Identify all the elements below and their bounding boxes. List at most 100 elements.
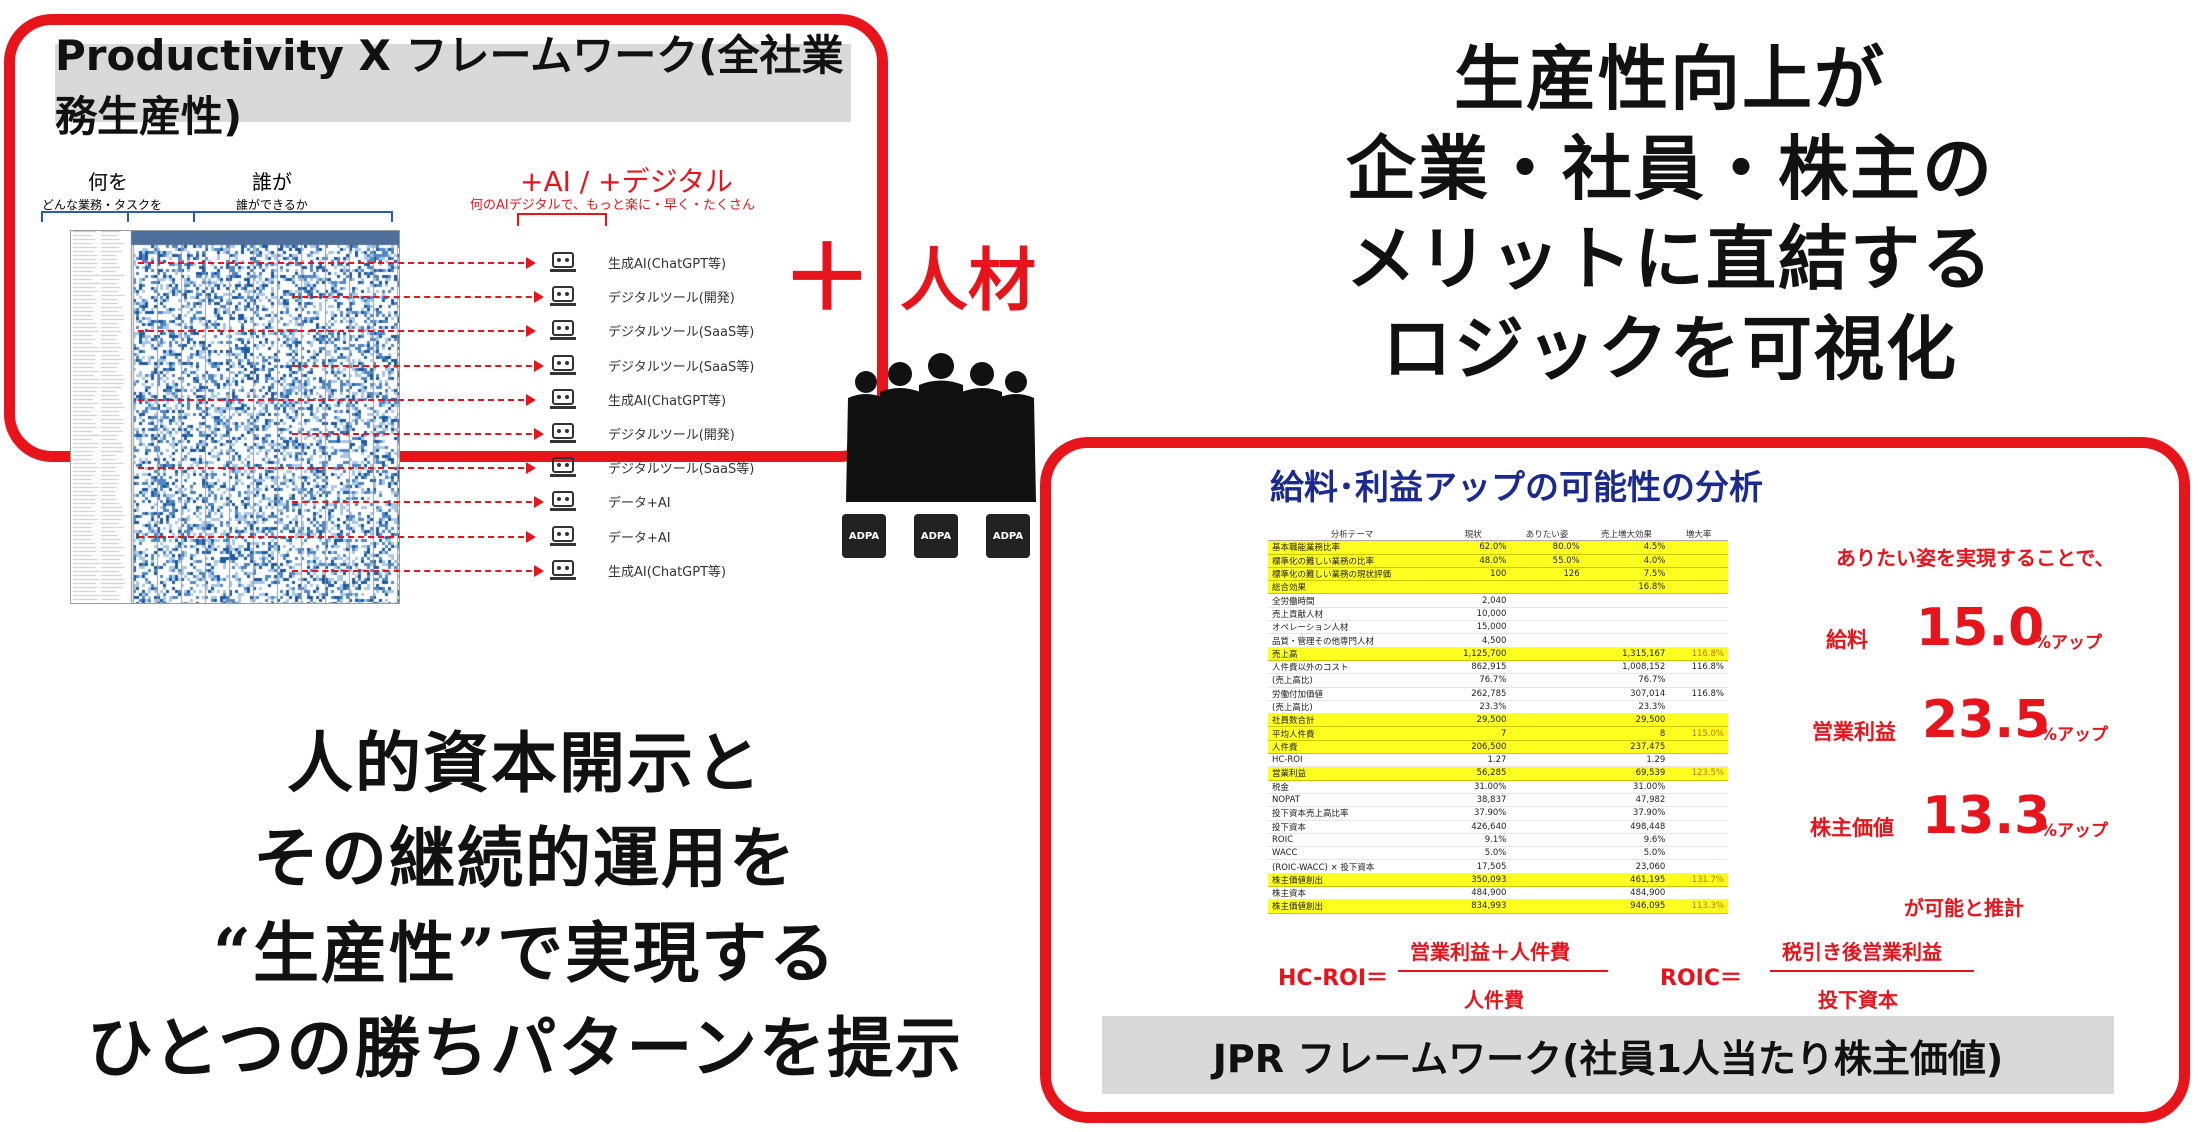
adpa-badge-icon: ADPA xyxy=(986,514,1030,558)
table-cell: 17,505 xyxy=(1436,859,1511,874)
tool-arrow xyxy=(138,462,536,475)
result-value-profit: 23.5 xyxy=(1922,690,2051,750)
table-cell xyxy=(1510,593,1584,608)
table-cell: 1.29 xyxy=(1583,753,1670,768)
tool-arrow xyxy=(138,393,536,406)
table-cell xyxy=(1669,806,1728,821)
table-cell: 307,014 xyxy=(1583,687,1670,701)
col-what-sub: どんな業務・タスクを xyxy=(42,198,163,212)
tool-arrow xyxy=(138,325,536,338)
table-cell: 23.3% xyxy=(1436,700,1511,715)
table-cell: 4.0% xyxy=(1583,554,1670,568)
table-header: ありたい姿 xyxy=(1510,528,1584,542)
formula-hcroi-numerator: 営業利益＋人件費 xyxy=(1410,940,1570,964)
table-cell xyxy=(1669,700,1728,715)
table-cell xyxy=(1510,873,1584,888)
jpr-frame xyxy=(1040,437,2190,1123)
table-cell: 484,900 xyxy=(1436,886,1511,901)
table-cell: 461,195 xyxy=(1583,873,1670,888)
table-cell: 平均人件費 xyxy=(1268,726,1436,741)
table-cell xyxy=(1510,846,1584,861)
table-cell: 9.1% xyxy=(1436,833,1511,848)
table-cell: 投下資本売上高比率 xyxy=(1268,806,1436,821)
table-cell xyxy=(1669,607,1728,622)
col-who-sub: 誰ができるか xyxy=(236,198,308,212)
table-cell xyxy=(1669,673,1728,688)
table-cell: 31.00% xyxy=(1436,780,1511,794)
tool-arrow xyxy=(138,257,536,269)
table-cell: 1,008,152 xyxy=(1583,660,1670,675)
adpa-badge-icon: ADPA xyxy=(842,514,886,558)
table-cell: ROIC xyxy=(1268,833,1436,848)
talent-label: 人材 xyxy=(900,242,1037,321)
message-bottom-left: 人的資本開示と その継続的運用を “生産性”で実現する ひとつの勝ちパターンを提… xyxy=(10,716,1040,1096)
robot-icon xyxy=(550,491,576,512)
formula-roic-lhs: ROIC＝ xyxy=(1660,966,1742,991)
table-header: 分析テーマ xyxy=(1268,528,1436,542)
plus-sign: ＋ xyxy=(782,226,872,331)
tool-arrow xyxy=(292,564,544,577)
table-row: (売上高比)76.7%76.7% xyxy=(1268,673,1728,688)
result-unit-profit: %アップ xyxy=(2040,725,2109,745)
table-cell xyxy=(1510,833,1584,848)
table-cell: 350,093 xyxy=(1436,873,1511,888)
tool-label: デジタルツール(SaaS等) xyxy=(608,325,755,341)
people-silhouette-icon xyxy=(846,353,1036,502)
laptop-icon xyxy=(550,320,576,341)
table-cell xyxy=(1669,554,1728,568)
table-cell: 37.90% xyxy=(1583,806,1670,821)
table-cell: 123.5% xyxy=(1669,766,1728,781)
laptop-icon xyxy=(550,354,576,375)
result-value-salary: 15.0 xyxy=(1916,598,2045,658)
table-cell: 投下資本 xyxy=(1268,820,1436,834)
table-cell: 262,785 xyxy=(1436,687,1511,701)
table-cell: WACC xyxy=(1268,846,1436,861)
tool-arrow xyxy=(292,496,544,509)
table-cell xyxy=(1669,567,1728,582)
table-cell: 23.3% xyxy=(1583,700,1670,715)
table-cell xyxy=(1510,780,1584,794)
table-cell: 標準化の難しい業務の現状評価 xyxy=(1268,567,1436,582)
table-cell: 株主資本 xyxy=(1268,886,1436,901)
table-cell: (売上高比) xyxy=(1268,673,1436,688)
table-cell: 484,900 xyxy=(1583,886,1670,901)
col-ai-label: +AI / +デジタル xyxy=(520,165,734,198)
message-line: “生産性”で実現する xyxy=(213,914,837,992)
table-cell xyxy=(1583,633,1670,648)
table-cell: 47,982 xyxy=(1583,793,1670,808)
table-cell xyxy=(1669,820,1728,834)
tool-label: 生成AI(ChatGPT等) xyxy=(608,257,727,272)
table-cell xyxy=(1669,859,1728,874)
table-cell: 労働付加価値 xyxy=(1268,687,1436,701)
results-conclusion: が可能と推計 xyxy=(1904,896,2024,920)
formula-hcroi-lhs: HC-ROI＝ xyxy=(1278,966,1389,991)
table-cell: 76.7% xyxy=(1436,673,1511,688)
table-cell: 4.5% xyxy=(1583,540,1670,555)
table-cell xyxy=(1510,886,1584,901)
table-cell: 206,500 xyxy=(1436,740,1511,755)
table-cell xyxy=(1510,713,1584,728)
table-cell: 基本職能業務比率 xyxy=(1268,540,1436,555)
table-cell xyxy=(1669,540,1728,555)
result-value-shareholder: 13.3 xyxy=(1922,786,2051,846)
table-header: 増大率 xyxy=(1669,528,1728,542)
table-cell xyxy=(1510,793,1584,808)
table-cell xyxy=(1669,740,1728,755)
formula-roic-denominator: 投下資本 xyxy=(1818,988,1898,1012)
table-cell: 498,448 xyxy=(1583,820,1670,834)
formula-hcroi-denominator: 人件費 xyxy=(1464,988,1524,1012)
table-cell: 2,040 xyxy=(1436,593,1511,608)
table-cell: HC-ROI xyxy=(1268,753,1436,768)
table-cell: 69,539 xyxy=(1583,766,1670,781)
table-cell xyxy=(1510,620,1584,635)
result-label-salary: 給料 xyxy=(1826,628,1868,652)
table-cell: 31.00% xyxy=(1583,780,1670,794)
